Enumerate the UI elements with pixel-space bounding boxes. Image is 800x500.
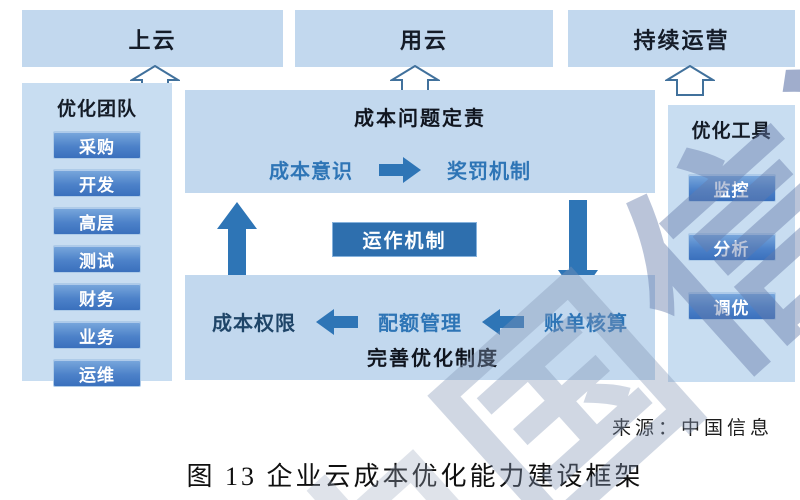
team-item-development: 开发: [53, 169, 141, 197]
tool-item-tuning: 调优: [687, 292, 776, 320]
up-arrow-icon: [217, 202, 257, 294]
team-item-executives: 高层: [53, 207, 141, 235]
tool-item-monitoring: 监控: [687, 174, 776, 202]
team-item-testing: 测试: [53, 245, 141, 273]
down-arrow-icon: [558, 200, 598, 298]
team-item-procurement: 采购: [53, 131, 141, 159]
cost-accountability-box: 成本问题定责 成本意识 奖罚机制: [185, 90, 655, 193]
figure-caption: 图 13 企业云成本优化能力建设框架: [186, 462, 644, 491]
system-flow: 成本权限 配额管理 账单核算: [185, 307, 655, 336]
team-item-finance: 财务: [53, 283, 141, 311]
team-item-operations: 运维: [53, 359, 141, 387]
left-arrow-icon: [316, 308, 358, 335]
stage-box-continuous-operation: 持续运营: [568, 10, 795, 67]
tool-item-analysis: 分析: [687, 233, 776, 261]
left-arrow-icon: [482, 308, 524, 335]
up-arrow-outline-icon: [665, 65, 715, 96]
optimization-team-panel: 优化团队 采购 开发 高层 测试 财务 业务 运维: [22, 83, 172, 387]
accountability-flow: 成本意识 奖罚机制: [185, 155, 615, 184]
optimization-system-title: 完善优化制度: [367, 348, 499, 370]
stage-label: 上云: [128, 27, 177, 53]
source-note: 来源：中国信息: [612, 418, 774, 439]
tools-panel-title: 优化工具: [691, 121, 772, 142]
flow-step-quota-management: 配额管理: [378, 313, 462, 335]
stage-label: 持续运营: [633, 27, 730, 53]
optimization-tools-panel: 优化工具 监控 分析 调优: [668, 105, 795, 382]
cost-accountability-title: 成本问题定责: [354, 108, 486, 130]
team-panel-title: 优化团队: [56, 99, 137, 120]
stage-box-cloud-usage: 用云: [295, 10, 553, 67]
flow-step-cost-authority: 成本权限: [212, 313, 296, 335]
team-item-business: 业务: [53, 321, 141, 349]
flow-step-reward-punishment: 奖罚机制: [447, 161, 531, 183]
flow-step-cost-awareness: 成本意识: [269, 161, 353, 183]
right-arrow-icon: [379, 156, 421, 183]
stage-box-cloud-adoption: 上云: [22, 10, 283, 67]
stage-label: 用云: [399, 27, 448, 53]
operating-mechanism-box: 运作机制: [332, 222, 477, 257]
operating-mechanism-label: 运作机制: [362, 231, 447, 252]
optimization-system-box: 成本权限 配额管理 账单核算 完善优化制度: [185, 275, 655, 380]
flow-step-bill-accounting: 账单核算: [544, 313, 628, 335]
